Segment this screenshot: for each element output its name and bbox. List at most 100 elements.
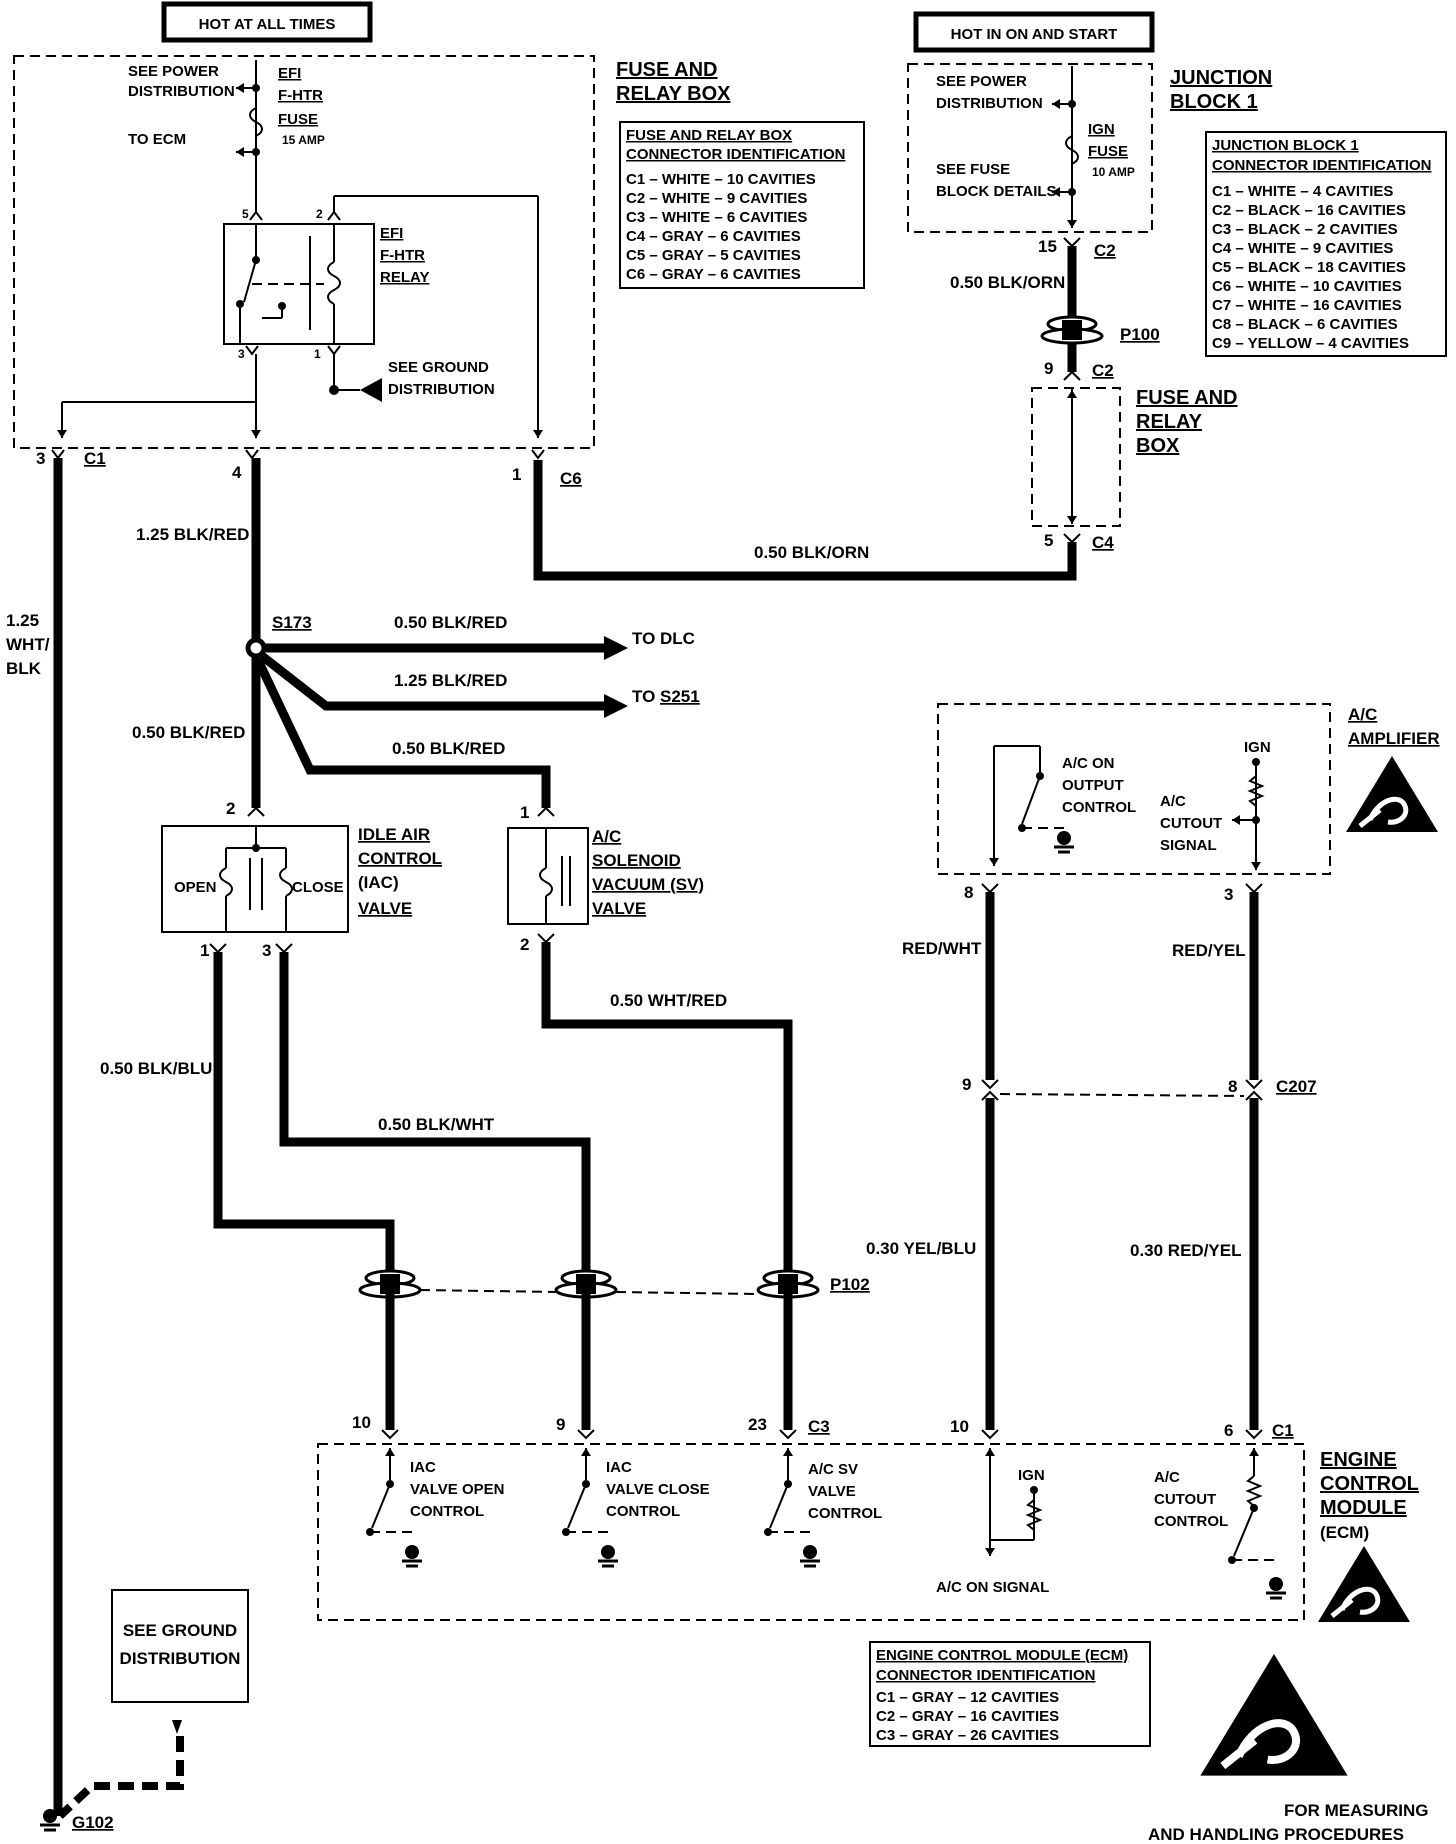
- svg-text:2: 2: [520, 935, 529, 954]
- svg-text:IAC: IAC: [606, 1459, 632, 1476]
- svg-text:ENGINE: ENGINE: [1320, 1449, 1397, 1471]
- svg-text:CLOSE: CLOSE: [292, 879, 344, 896]
- svg-text:1.25 BLK/RED: 1.25 BLK/RED: [136, 525, 249, 544]
- svg-text:FUSE AND: FUSE AND: [1136, 387, 1237, 409]
- s173-splice: [245, 637, 267, 659]
- fuse-relay-box-outline: [13, 55, 595, 449]
- svg-text:1.25 BLK/RED: 1.25 BLK/RED: [394, 671, 507, 690]
- svg-text:EFI: EFI: [380, 225, 403, 242]
- svg-text:C6: C6: [560, 469, 582, 488]
- svg-text:P100: P100: [1120, 325, 1160, 344]
- svg-text:CONTROL: CONTROL: [1320, 1473, 1419, 1495]
- svg-text:C5 – GRAY – 5 CAVITIES: C5 – GRAY – 5 CAVITIES: [626, 247, 801, 264]
- svg-text:BLOCK 1: BLOCK 1: [1170, 91, 1258, 113]
- to-ecm-label: TO ECM: [128, 131, 186, 148]
- svg-text:1: 1: [200, 941, 209, 960]
- svg-text:A/C SV: A/C SV: [808, 1461, 858, 1478]
- svg-text:3: 3: [238, 347, 245, 361]
- svg-text:C6 – WHITE – 10 CAVITIES: C6 – WHITE – 10 CAVITIES: [1212, 278, 1402, 295]
- svg-text:23: 23: [748, 1415, 767, 1434]
- svg-text:C2: C2: [1094, 241, 1116, 260]
- svg-text:RELAY: RELAY: [380, 269, 429, 286]
- ecm-connector-id-table: ENGINE CONTROL MODULE (ECM) CONNECTOR ID…: [869, 1641, 1151, 1747]
- svg-text:SIGNAL: SIGNAL: [1160, 837, 1217, 854]
- svg-text:IGN: IGN: [1088, 121, 1115, 138]
- see-ground-distribution-box: SEE GROUND DISTRIBUTION: [111, 1589, 249, 1703]
- svg-text:G102: G102: [72, 1813, 114, 1832]
- svg-text:CONTROL: CONTROL: [358, 849, 442, 868]
- svg-text:3: 3: [262, 941, 271, 960]
- svg-text:1: 1: [520, 803, 529, 822]
- svg-text:TO: TO: [632, 687, 655, 706]
- svg-text:CONTROL: CONTROL: [1154, 1513, 1228, 1530]
- svg-text:DISTRIBUTION: DISTRIBUTION: [936, 95, 1043, 112]
- iac-valve: [161, 825, 349, 933]
- svg-text:9: 9: [1044, 359, 1053, 378]
- svg-text:BOX: BOX: [1136, 435, 1180, 457]
- svg-text:0.50 BLK/RED: 0.50 BLK/RED: [392, 739, 505, 758]
- svg-text:5: 5: [242, 207, 249, 221]
- svg-text:FUSE: FUSE: [1088, 143, 1128, 160]
- svg-text:C2 – BLACK – 16 CAVITIES: C2 – BLACK – 16 CAVITIES: [1212, 202, 1406, 219]
- svg-text:3: 3: [36, 449, 45, 468]
- svg-text:VALVE: VALVE: [592, 899, 646, 918]
- svg-text:9: 9: [962, 1075, 971, 1094]
- hot-at-all-times-label: HOT AT ALL TIMES: [161, 1, 373, 43]
- svg-text:(IAC): (IAC): [358, 873, 399, 892]
- svg-text:RED/WHT: RED/WHT: [902, 939, 982, 958]
- svg-text:HOT IN ON AND START: HOT IN ON AND START: [951, 26, 1118, 43]
- svg-text:DISTRIBUTION: DISTRIBUTION: [120, 1649, 241, 1668]
- svg-text:C5 – BLACK – 18 CAVITIES: C5 – BLACK – 18 CAVITIES: [1212, 259, 1406, 276]
- svg-text:1: 1: [314, 347, 321, 361]
- svg-text:0.30 RED/YEL: 0.30 RED/YEL: [1130, 1241, 1242, 1260]
- svg-text:C3 – WHITE – 6 CAVITIES: C3 – WHITE – 6 CAVITIES: [626, 209, 807, 226]
- fuse-relay-box-2-outline: [1031, 387, 1121, 527]
- svg-text:F-HTR: F-HTR: [278, 87, 323, 104]
- svg-text:C7 – WHITE – 16 CAVITIES: C7 – WHITE – 16 CAVITIES: [1212, 297, 1402, 314]
- svg-text:C3 – BLACK – 2 CAVITIES: C3 – BLACK – 2 CAVITIES: [1212, 221, 1398, 238]
- svg-text:10: 10: [352, 1413, 371, 1432]
- svg-text:0.50 BLK/RED: 0.50 BLK/RED: [132, 723, 245, 742]
- svg-text:C2 – WHITE – 9 CAVITIES: C2 – WHITE – 9 CAVITIES: [626, 190, 807, 207]
- svg-text:SEE POWER: SEE POWER: [936, 73, 1027, 90]
- svg-text:VALVE: VALVE: [808, 1483, 856, 1500]
- svg-text:C4: C4: [1092, 533, 1114, 552]
- svg-text:C3: C3: [808, 1417, 830, 1436]
- svg-text:C2: C2: [1092, 361, 1114, 380]
- svg-text:C1: C1: [84, 449, 106, 468]
- svg-text:2: 2: [316, 207, 323, 221]
- fuse-relay-box-title: FUSE AND: [616, 59, 717, 81]
- efi-fhtr-fuse-symbol: [249, 107, 263, 137]
- svg-text:C9 – YELLOW – 4 CAVITIES: C9 – YELLOW – 4 CAVITIES: [1212, 335, 1409, 352]
- svg-text:TO DLC: TO DLC: [632, 629, 695, 648]
- efi-fhtr-relay: [223, 223, 375, 345]
- svg-text:CONNECTOR IDENTIFICATION: CONNECTOR IDENTIFICATION: [1212, 157, 1431, 174]
- svg-text:IDLE AIR: IDLE AIR: [358, 825, 430, 844]
- ac-amplifier-outline: [937, 703, 1331, 875]
- svg-text:C1: C1: [1272, 1421, 1294, 1440]
- svg-text:0.50 BLK/ORN: 0.50 BLK/ORN: [754, 543, 869, 562]
- svg-text:S251: S251: [660, 687, 700, 706]
- svg-text:C3 – GRAY – 26 CAVITIES: C3 – GRAY – 26 CAVITIES: [876, 1727, 1059, 1744]
- see-power-distribution-label: SEE POWER: [128, 63, 219, 80]
- svg-text:A/C: A/C: [1154, 1469, 1180, 1486]
- svg-text:P102: P102: [830, 1275, 870, 1294]
- svg-text:15: 15: [1038, 237, 1057, 256]
- svg-text:6: 6: [1224, 1421, 1233, 1440]
- svg-text:RELAY: RELAY: [1136, 411, 1203, 433]
- svg-text:VALVE OPEN: VALVE OPEN: [410, 1481, 504, 1498]
- svg-text:JUNCTION: JUNCTION: [1170, 67, 1272, 89]
- svg-text:CONTROL: CONTROL: [410, 1503, 484, 1520]
- ac-solenoid-vacuum-valve: [507, 827, 589, 925]
- svg-text:CONTROL: CONTROL: [606, 1503, 680, 1520]
- svg-text:VACUUM (SV): VACUUM (SV): [592, 875, 704, 894]
- svg-text:F-HTR: F-HTR: [380, 247, 425, 264]
- esd-warning-icon: [1200, 1654, 1347, 1776]
- svg-text:CONTROL: CONTROL: [808, 1505, 882, 1522]
- ign-fuse-symbol: [1065, 135, 1079, 165]
- hot-in-on-and-start-label: HOT IN ON AND START: [913, 11, 1155, 53]
- svg-text:0.50 BLK/WHT: 0.50 BLK/WHT: [378, 1115, 495, 1134]
- svg-text:C207: C207: [1276, 1077, 1317, 1096]
- svg-text:0.50 BLK/ORN: 0.50 BLK/ORN: [950, 273, 1065, 292]
